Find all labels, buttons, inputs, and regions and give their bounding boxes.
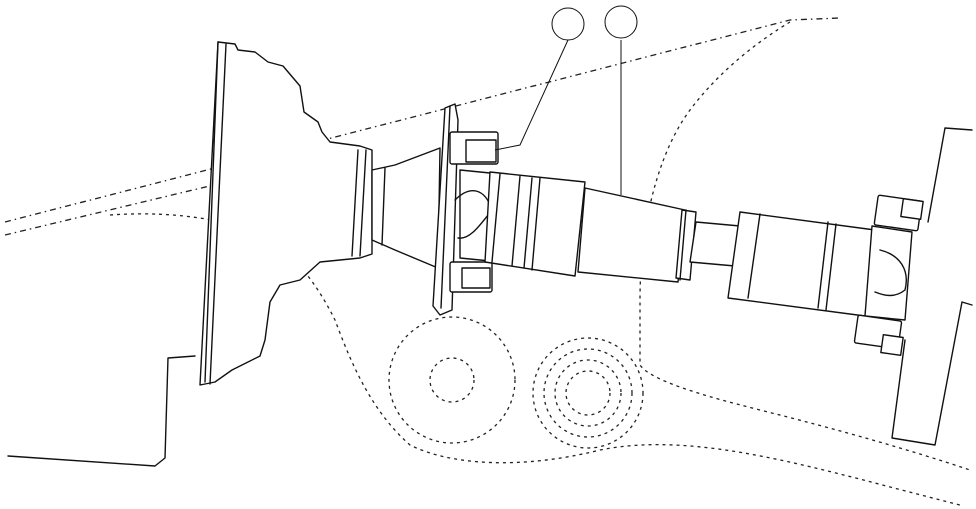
rear-axle-housing <box>891 127 973 446</box>
callout-2 <box>604 5 638 195</box>
callout-circle-1 <box>551 7 585 41</box>
transmission-housing <box>7 41 441 467</box>
callout-1 <box>494 7 585 151</box>
vehicle-body-outline <box>4 17 971 506</box>
slip-joint-tube <box>484 171 697 283</box>
center-shaft <box>689 221 741 267</box>
callout-circle-2 <box>604 5 638 39</box>
wheel-circles <box>388 316 644 449</box>
rear-tube <box>727 211 876 317</box>
rear-flange-yoke <box>853 194 924 357</box>
